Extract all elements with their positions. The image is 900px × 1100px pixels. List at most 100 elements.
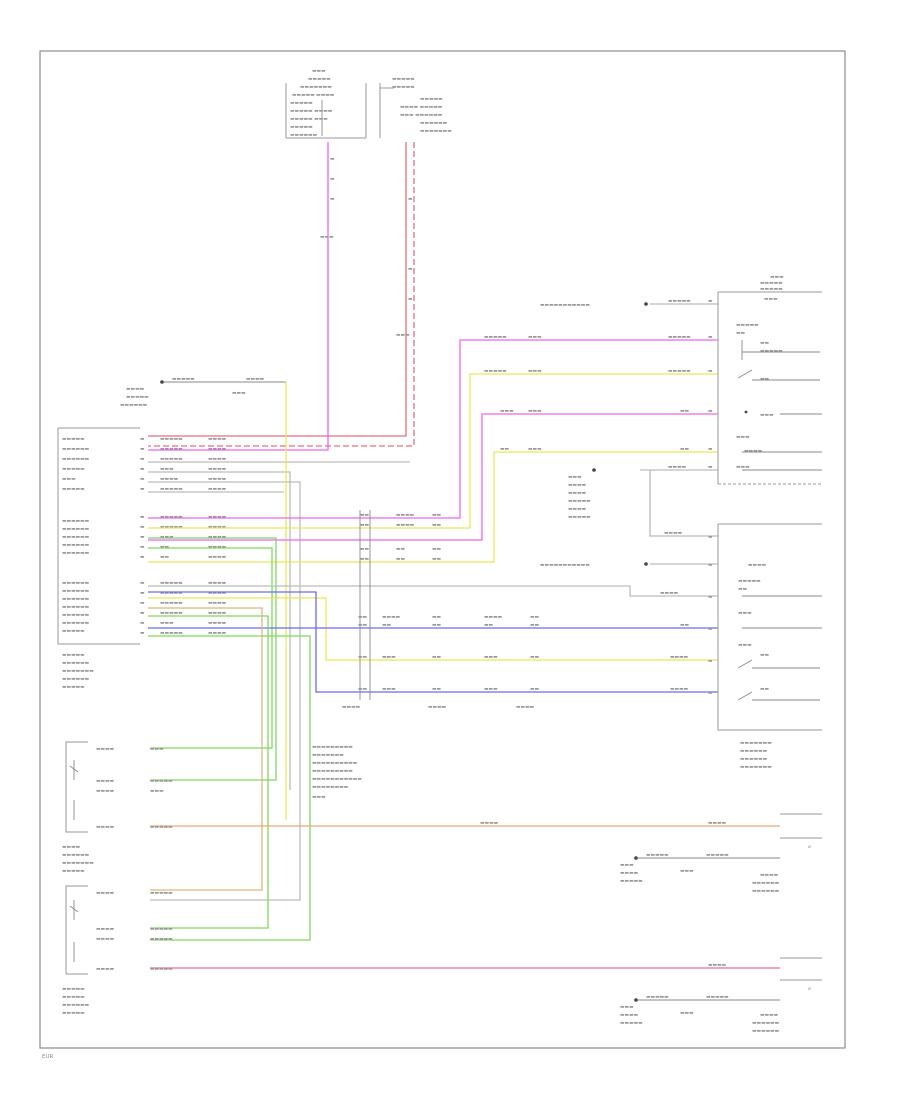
svg-text:▬▬▬▬▬▬: ▬▬▬▬▬▬ xyxy=(62,535,90,540)
svg-text:▬▬▬▬: ▬▬▬▬ xyxy=(382,615,401,620)
svg-text:▬: ▬ xyxy=(708,691,713,696)
svg-text:▬▬▬▬: ▬▬▬▬ xyxy=(342,705,361,710)
top-left-fuse-box: ▬▬▬ ▬▬▬▬▬ ▬▬▬▬▬▬▬ ▬▬▬▬▬ ▬▬▬▬ ▬▬▬▬▬ ▬▬▬▬▬… xyxy=(285,69,367,139)
svg-text:▬▬▬: ▬▬▬ xyxy=(760,413,774,418)
svg-text:▬▬: ▬▬ xyxy=(530,655,540,660)
svg-text:▬▬▬▬: ▬▬▬▬ xyxy=(396,523,415,528)
svg-text:▬▬▬: ▬▬▬ xyxy=(312,795,326,800)
svg-text:▬▬▬▬▬: ▬▬▬▬▬ xyxy=(62,467,85,472)
svg-text:▬▬▬▬▬▬: ▬▬▬▬▬▬ xyxy=(62,661,90,666)
svg-text:▬▬: ▬▬ xyxy=(530,687,540,692)
svg-text:▬▬▬▬▬: ▬▬▬▬▬ xyxy=(160,631,183,636)
svg-text:▬▬: ▬▬ xyxy=(530,623,540,628)
svg-text:▬: ▬ xyxy=(708,335,713,340)
svg-text:▬▬: ▬▬ xyxy=(358,687,368,692)
left-rear-module-ref: ⌀ ▬▬▬▬▬ ▬▬▬▬▬ ▬▬▬ ▬▬▬▬ ▬▬▬▬▬ ▬▬▬ ▬▬▬▬ ▬▬… xyxy=(620,813,822,894)
svg-text:▬▬▬: ▬▬▬ xyxy=(160,621,174,626)
svg-text:▬▬▬: ▬▬▬ xyxy=(484,655,498,660)
svg-text:▬▬▬▬▬ ▬▬▬▬: ▬▬▬▬▬ ▬▬▬▬ xyxy=(292,93,335,98)
svg-text:▬▬: ▬▬ xyxy=(736,331,746,336)
svg-text:▬▬▬▬▬▬: ▬▬▬▬▬▬ xyxy=(62,853,90,858)
svg-text:▬▬▬▬▬: ▬▬▬▬▬ xyxy=(160,457,183,462)
svg-text:▬▬▬: ▬▬▬ xyxy=(528,335,542,340)
svg-text:▬▬▬▬▬▬: ▬▬▬▬▬▬ xyxy=(740,757,768,762)
svg-text:▬▬▬▬▬: ▬▬▬▬▬ xyxy=(62,987,85,992)
svg-text:▬▬: ▬▬ xyxy=(680,447,690,452)
wire-yellow-2 xyxy=(148,451,718,563)
svg-text:▬▬▬▬▬: ▬▬▬▬▬ xyxy=(150,779,173,784)
svg-text:▬▬▬▬▬ ▬▬▬▬: ▬▬▬▬▬ ▬▬▬▬ xyxy=(290,109,333,114)
svg-text:▬▬: ▬▬ xyxy=(432,523,442,528)
svg-text:▬▬▬: ▬▬▬ xyxy=(150,747,164,752)
right-rear-seat-element: ▬▬▬▬ ▬▬▬▬ ▬▬▬▬ ▬▬▬▬ ▬▬▬▬▬ ▬▬▬▬▬ ▬▬▬▬▬ ▬▬… xyxy=(62,885,173,1016)
svg-text:▬▬▬▬▬: ▬▬▬▬▬ xyxy=(160,611,183,616)
svg-text:▬▬▬▬▬: ▬▬▬▬▬ xyxy=(706,853,729,858)
svg-text:▬▬▬▬▬: ▬▬▬▬▬ xyxy=(62,685,85,690)
svg-text:▬▬: ▬▬ xyxy=(484,623,494,628)
svg-text:▬: ▬ xyxy=(708,369,713,374)
svg-text:▬▬▬▬▬▬: ▬▬▬▬▬▬ xyxy=(62,543,90,548)
svg-text:▬▬▬▬▬▬: ▬▬▬▬▬▬ xyxy=(420,121,448,126)
svg-text:⌀: ⌀ xyxy=(808,987,811,992)
svg-text:▬▬▬▬▬: ▬▬▬▬▬ xyxy=(620,879,643,884)
wire-tan-1 xyxy=(148,607,263,891)
svg-text:▬▬: ▬▬ xyxy=(360,513,370,518)
svg-text:▬▬▬▬▬▬: ▬▬▬▬▬▬ xyxy=(62,447,90,452)
wire-yellow-1 xyxy=(148,373,718,529)
svg-text:▬▬: ▬▬ xyxy=(396,557,406,562)
svg-text:▬: ▬ xyxy=(140,581,145,586)
svg-text:▬▬: ▬▬ xyxy=(760,377,770,382)
svg-text:▬: ▬ xyxy=(140,467,145,472)
svg-text:▬▬▬▬▬▬: ▬▬▬▬▬▬ xyxy=(62,1003,90,1008)
wire-blue-1 xyxy=(148,591,718,693)
svg-text:▬▬▬▬▬▬: ▬▬▬▬▬▬ xyxy=(62,589,90,594)
svg-text:▬▬▬▬: ▬▬▬▬ xyxy=(62,845,81,850)
wire-pink-1 xyxy=(148,339,718,519)
svg-text:▬▬▬▬: ▬▬▬▬ xyxy=(246,377,265,382)
wire-gray-5 xyxy=(148,585,718,597)
svg-text:▬▬▬▬▬: ▬▬▬▬▬ xyxy=(150,937,173,942)
svg-text:▬▬▬: ▬▬▬ xyxy=(680,869,694,874)
svg-text:▬: ▬ xyxy=(330,197,335,202)
svg-text:▬▬▬▬▬▬: ▬▬▬▬▬▬ xyxy=(62,457,90,462)
svg-text:⌀: ⌀ xyxy=(808,845,811,850)
svg-text:▬▬▬▬▬▬▬▬▬▬▬: ▬▬▬▬▬▬▬▬▬▬▬ xyxy=(312,777,362,782)
wire-green-1 xyxy=(148,547,273,749)
svg-text:▬▬▬▬▬: ▬▬▬▬▬ xyxy=(738,579,761,584)
svg-text:▬▬: ▬▬ xyxy=(382,623,392,628)
svg-text:▬▬: ▬▬ xyxy=(680,623,690,628)
svg-text:▬▬▬ ▬▬▬▬▬▬: ▬▬▬ ▬▬▬▬▬▬ xyxy=(400,113,443,118)
wire-gray-3 xyxy=(148,481,301,901)
top-right-fuse-box: ▬▬▬▬▬ ▬▬▬▬▬ ▬▬▬▬▬ ▬▬▬▬ ▬▬▬▬▬ ▬▬▬ ▬▬▬▬▬▬ … xyxy=(379,77,452,138)
svg-text:▬▬▬▬▬▬▬▬: ▬▬▬▬▬▬▬▬ xyxy=(312,785,349,790)
svg-text:▬▬▬▬▬: ▬▬▬▬▬ xyxy=(706,995,729,1000)
svg-text:▬▬▬: ▬▬▬ xyxy=(528,409,542,414)
svg-text:▬: ▬ xyxy=(140,487,145,492)
svg-text:▬▬: ▬▬ xyxy=(432,655,442,660)
svg-text:▬: ▬ xyxy=(708,299,713,304)
svg-text:▬: ▬ xyxy=(708,465,713,470)
svg-text:▬▬▬▬: ▬▬▬▬ xyxy=(620,871,639,876)
svg-text:▬▬▬▬: ▬▬▬▬ xyxy=(668,465,687,470)
svg-text:▬▬▬▬▬: ▬▬▬▬▬ xyxy=(646,995,669,1000)
splices: ▬▬▬▬ ▬▬▬▬ ▬▬▬▬ ▬▬▬ ▬▬▬ xyxy=(320,235,535,710)
wire-green-3 xyxy=(148,615,269,929)
svg-text:▬▬▬▬▬▬: ▬▬▬▬▬▬ xyxy=(120,403,148,408)
svg-text:▬▬: ▬▬ xyxy=(358,623,368,628)
svg-text:▬▬▬▬▬: ▬▬▬▬▬ xyxy=(160,581,183,586)
svg-text:▬▬▬▬▬▬: ▬▬▬▬▬▬ xyxy=(752,1021,780,1026)
svg-text:▬▬▬▬: ▬▬▬▬ xyxy=(670,687,689,692)
svg-text:▬: ▬ xyxy=(140,621,145,626)
svg-text:▬▬▬: ▬▬▬ xyxy=(620,863,634,868)
svg-text:▬: ▬ xyxy=(408,267,413,272)
svg-text:▬▬: ▬▬ xyxy=(760,687,770,692)
svg-text:▬▬▬▬: ▬▬▬▬ xyxy=(568,491,587,496)
svg-text:▬▬▬: ▬▬▬ xyxy=(150,789,164,794)
svg-text:▬▬▬▬: ▬▬▬▬ xyxy=(760,1013,779,1018)
svg-text:▬▬▬▬▬▬: ▬▬▬▬▬▬ xyxy=(62,677,90,682)
diagram-frame xyxy=(39,50,846,1049)
svg-text:▬▬▬▬▬: ▬▬▬▬▬ xyxy=(568,515,591,520)
svg-text:▬▬▬▬▬▬: ▬▬▬▬▬▬ xyxy=(740,749,768,754)
svg-text:▬▬▬▬▬: ▬▬▬▬▬ xyxy=(484,335,507,340)
svg-text:▬▬▬▬: ▬▬▬▬ xyxy=(428,705,447,710)
